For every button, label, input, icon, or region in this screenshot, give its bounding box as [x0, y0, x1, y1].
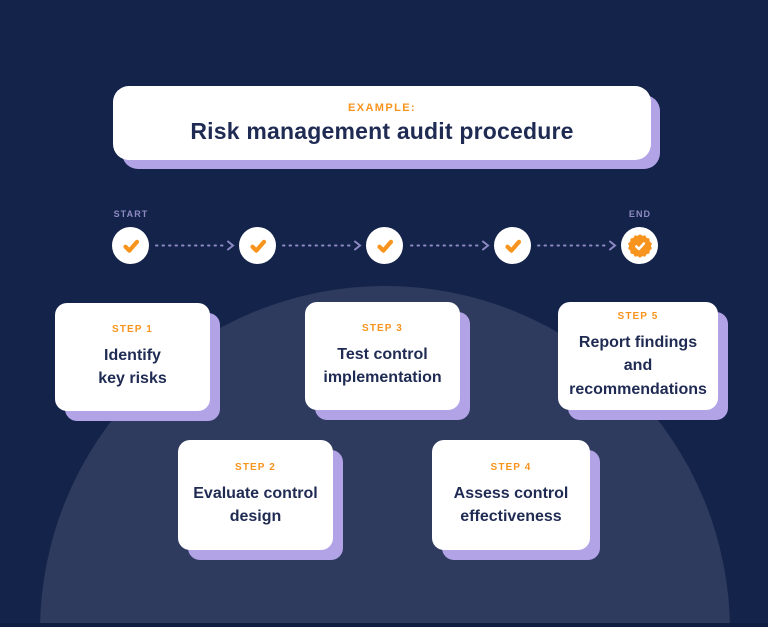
step-label: STEP 2: [235, 461, 276, 473]
check-icon: [122, 239, 139, 253]
step-title: Identify key risks: [98, 346, 167, 387]
timeline-node-end: [621, 227, 658, 264]
check-icon: [504, 239, 521, 253]
check-icon: [376, 239, 393, 253]
step-label: STEP 5: [617, 311, 659, 323]
step-card-1: STEP 1 Identify key risks: [55, 303, 210, 411]
header-card: EXAMPLE: Risk management audit procedure: [113, 86, 651, 160]
step-card-5: STEP 5 Report findings and recommendatio…: [558, 302, 718, 410]
step-card-2: STEP 2 Evaluate control design: [178, 440, 333, 550]
step-title: Test control implementation: [323, 345, 442, 386]
timeline-node-2: [239, 227, 276, 264]
step-card-4: STEP 4 Assess control effectiveness: [432, 440, 590, 550]
timeline-node-4: [494, 227, 531, 264]
step-label: STEP 3: [362, 322, 403, 334]
page-title: Risk management audit procedure: [190, 117, 574, 144]
step-title: Evaluate control design: [193, 484, 318, 525]
seal-check-icon: [627, 233, 652, 258]
timeline-end-label: END: [628, 209, 652, 219]
step-label: STEP 1: [112, 323, 153, 335]
bottom-edge-strip: [0, 623, 768, 627]
step-label: STEP 4: [490, 461, 532, 473]
timeline-start-label: START: [113, 209, 149, 219]
example-eyebrow: EXAMPLE:: [347, 101, 417, 114]
step-card-3: STEP 3 Test control implementation: [305, 302, 460, 410]
timeline-node-1: [112, 227, 149, 264]
check-icon: [249, 239, 266, 253]
step-title: Assess control effectiveness: [453, 484, 569, 525]
timeline-connector: [155, 240, 617, 251]
step-title: Report findings and recommendations: [569, 334, 707, 398]
timeline-node-3: [366, 227, 403, 264]
